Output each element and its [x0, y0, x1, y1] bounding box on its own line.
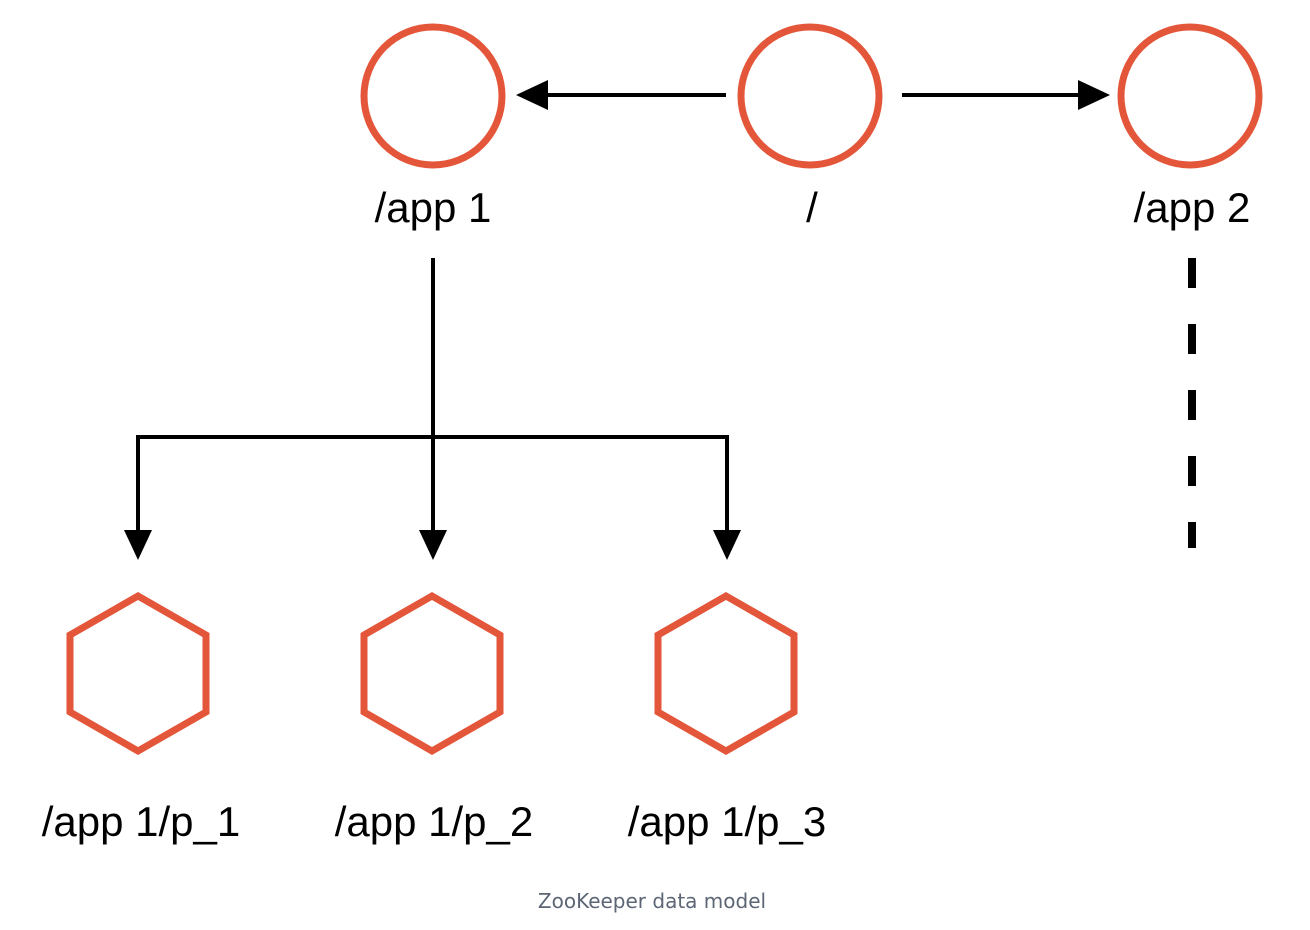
arrow-head-app1: [516, 80, 548, 110]
node-app2-circle: [1117, 23, 1263, 169]
arrow-head-p2: [419, 530, 447, 560]
node-p1-label: /app 1/p_1: [42, 798, 241, 845]
node-p3-label: /app 1/p_3: [628, 798, 827, 845]
arrow-head-app2: [1078, 80, 1110, 110]
node-p1-hexagon: [66, 591, 210, 756]
node-app1-label: /app 1: [375, 184, 492, 231]
node-p2-label: /app 1/p_2: [335, 798, 534, 845]
node-p2-hexagon: [360, 591, 504, 756]
node-app1-circle: [360, 23, 506, 169]
node-p3-hexagon: [654, 591, 798, 756]
figure-caption: ZooKeeper data model: [538, 889, 766, 913]
arrow-head-p1: [124, 530, 152, 560]
node-app2-label: /app 2: [1134, 184, 1251, 231]
node-root-label: /: [806, 184, 818, 231]
node-root-circle: [737, 23, 883, 169]
arrow-head-p3: [713, 530, 741, 560]
edge-app1-branch-bar: [136, 435, 729, 540]
